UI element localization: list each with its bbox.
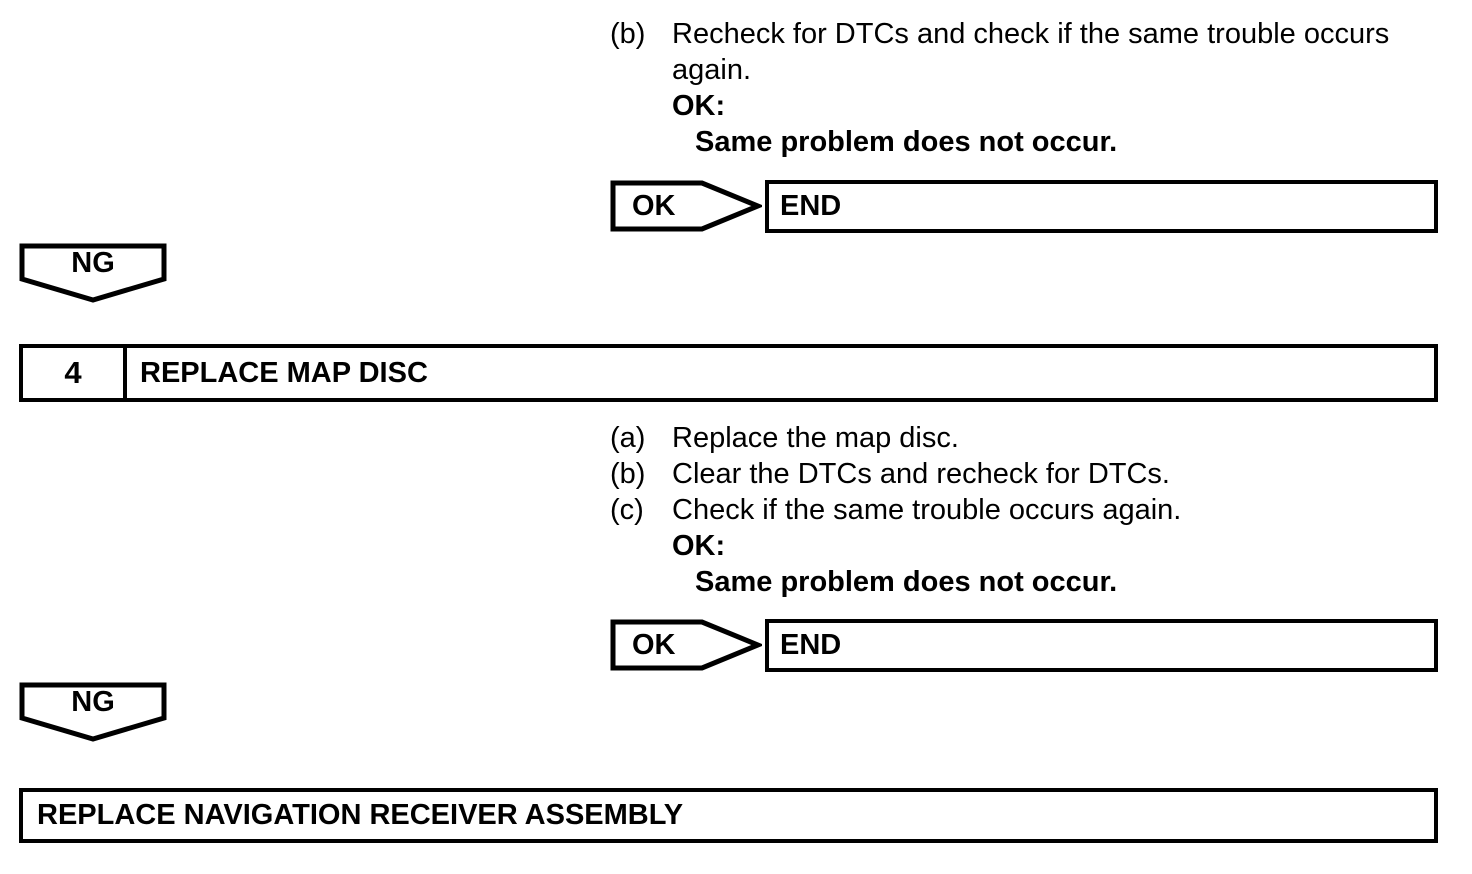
final-action-label: REPLACE NAVIGATION RECEIVER ASSEMBLY	[37, 799, 684, 831]
procedure-item: (b) Clear the DTCs and recheck for DTCs.	[610, 456, 1440, 492]
ng-connector-1: NG	[19, 243, 167, 303]
step-number: 4	[23, 348, 127, 398]
procedure-item-label: (b)	[610, 18, 646, 50]
procedure-item: (c) Check if the same trouble occurs aga…	[610, 492, 1440, 528]
procedure-item-label: (c)	[610, 494, 644, 526]
ng-connector-label: NG	[71, 686, 115, 718]
ng-connector-label: NG	[71, 247, 115, 279]
step-title: REPLACE MAP DISC	[140, 356, 428, 389]
end-result-box: END	[765, 180, 1438, 233]
ok-condition-detail-row: Same problem does not occur.	[610, 564, 1440, 600]
ok-condition-label-row: OK:	[610, 88, 1440, 124]
end-result-box: END	[765, 619, 1438, 672]
end-result-label: END	[780, 629, 842, 661]
ok-condition-detail-row: Same problem does not occur.	[610, 124, 1440, 160]
ok-arrow-shape	[610, 619, 762, 671]
procedure-item-label: (a)	[610, 422, 646, 454]
ok-branch-arrow: OK	[610, 180, 762, 232]
ok-branch-arrow: OK	[610, 619, 762, 671]
step-4-header: 4 REPLACE MAP DISC	[19, 344, 1438, 402]
ng-pentagon-shape	[19, 243, 167, 303]
procedure-item: (a) Replace the map disc.	[610, 420, 1440, 456]
ok-condition-detail: Same problem does not occur.	[695, 126, 1118, 158]
procedure-item-label: (b)	[610, 458, 646, 490]
procedure-item-text: Replace the map disc.	[672, 422, 959, 454]
ng-connector-2: NG	[19, 682, 167, 742]
final-action-box: REPLACE NAVIGATION RECEIVER ASSEMBLY	[19, 788, 1438, 843]
ok-condition-label: OK:	[672, 90, 726, 122]
step3-procedure-list: (b) Recheck for DTCs and check if the sa…	[610, 16, 1440, 160]
ng-pentagon-shape	[19, 682, 167, 742]
ok-condition-label: OK:	[672, 530, 726, 562]
ok-arrow-label: OK	[632, 629, 676, 661]
procedure-item-text: Clear the DTCs and recheck for DTCs.	[672, 458, 1170, 490]
ok-condition-label-row: OK:	[610, 528, 1440, 564]
ok-condition-detail: Same problem does not occur.	[695, 566, 1118, 598]
procedure-item-text: Check if the same trouble occurs again.	[672, 494, 1182, 526]
ok-arrow-shape	[610, 180, 762, 232]
ok-arrow-label: OK	[632, 190, 676, 222]
procedure-item: (b) Recheck for DTCs and check if the sa…	[610, 16, 1440, 88]
procedure-item-text: Recheck for DTCs and check if the same t…	[672, 18, 1390, 86]
step4-procedure-list: (a) Replace the map disc. (b) Clear the …	[610, 420, 1440, 600]
end-result-label: END	[780, 190, 842, 222]
